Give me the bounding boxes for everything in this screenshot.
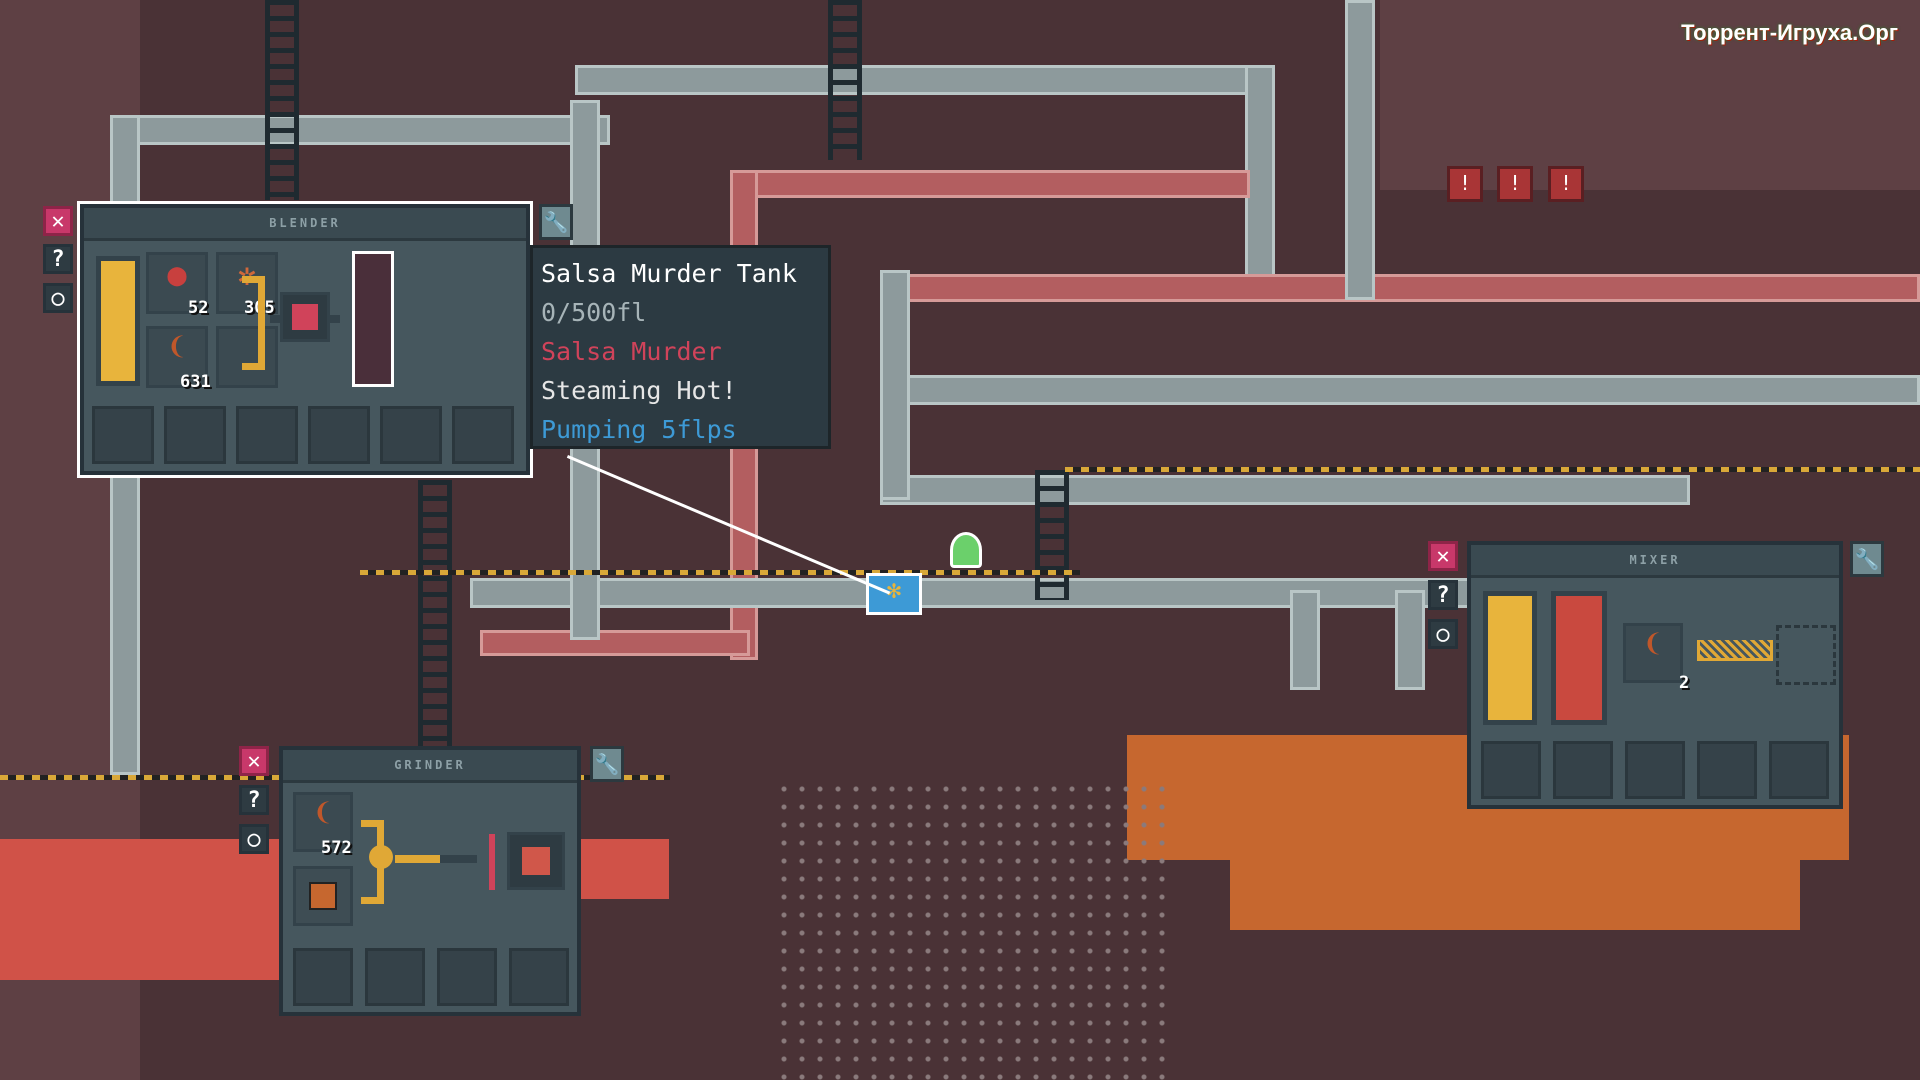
crate-icon <box>309 882 337 910</box>
item-quantity: 52 <box>188 298 209 318</box>
progress-bar <box>489 834 495 890</box>
liquid-tank <box>1551 591 1607 725</box>
pipe <box>880 375 1920 405</box>
inventory-slot[interactable] <box>509 948 569 1006</box>
panel-title: MIXER <box>1471 545 1839 578</box>
power-battery <box>1483 591 1537 725</box>
help-button[interactable]: ? <box>43 244 73 274</box>
watermark: Торрент-Игруха.Орг <box>1681 20 1898 45</box>
input-slot[interactable] <box>293 866 353 926</box>
pipe <box>880 274 1920 302</box>
lava-pool <box>0 839 279 980</box>
item-quantity: 631 <box>180 372 211 392</box>
progress-arrow <box>395 855 477 863</box>
gravel-pit <box>775 780 1175 1080</box>
pump-node[interactable]: ✻ <box>866 573 922 615</box>
inventory-slot[interactable] <box>437 948 497 1006</box>
output-slot[interactable] <box>1776 625 1836 685</box>
recipe-bracket <box>242 276 265 370</box>
pipe <box>110 115 610 145</box>
wrench-button[interactable]: 🔧 <box>590 746 624 782</box>
input-slot[interactable] <box>216 326 278 388</box>
inventory-slot[interactable] <box>380 406 442 464</box>
pipe <box>1395 590 1425 690</box>
output-tank[interactable] <box>352 251 394 387</box>
inventory-slot[interactable] <box>1769 741 1829 799</box>
input-slot[interactable]: ❨ <box>1623 623 1683 683</box>
item-quantity: 2 <box>1679 673 1690 693</box>
close-button[interactable]: ✕ <box>43 206 73 236</box>
inventory-slot[interactable] <box>452 406 514 464</box>
pipe <box>880 475 1690 505</box>
item-quantity: 572 <box>321 838 352 858</box>
wrench-button[interactable]: 🔧 <box>1850 541 1884 577</box>
power-battery <box>96 256 140 386</box>
machine-panel-mixer: MIXER ❨ 2 <box>1467 541 1843 809</box>
input-slot[interactable]: ✲ <box>216 252 278 314</box>
ladder <box>418 480 452 750</box>
panel-title: GRINDER <box>283 750 577 783</box>
help-button[interactable]: ? <box>239 785 269 815</box>
gear-icon <box>369 845 393 869</box>
lava-pool <box>579 839 669 899</box>
tooltip-flow: Pumping 5flps <box>541 415 737 444</box>
output-slot[interactable] <box>280 292 330 342</box>
warning-icon[interactable]: ! <box>1447 166 1483 202</box>
pipe <box>880 270 910 500</box>
input-slot[interactable]: ● <box>146 252 208 314</box>
tank-tooltip: Salsa Murder Tank 0/500fl Salsa Murder S… <box>530 245 831 449</box>
tooltip-status: Steaming Hot! <box>541 376 737 405</box>
rock-wall <box>1380 0 1920 190</box>
toggle-button[interactable]: ○ <box>239 824 269 854</box>
conveyor-rail <box>360 570 1080 575</box>
pipe <box>730 170 1250 198</box>
tooltip-contents: Salsa Murder <box>541 337 722 366</box>
input-slot[interactable]: ❨ <box>293 792 353 852</box>
inventory-slot[interactable] <box>1697 741 1757 799</box>
output-slot[interactable] <box>507 832 565 890</box>
tooltip-capacity: 0/500fl <box>541 298 647 327</box>
toggle-button[interactable]: ○ <box>1428 619 1458 649</box>
inventory-slot[interactable] <box>1625 741 1685 799</box>
pipe <box>1345 0 1375 300</box>
pipe <box>575 65 1275 95</box>
inventory-slot[interactable] <box>164 406 226 464</box>
panel-title: BLENDER <box>84 208 526 241</box>
conveyor-rail <box>1065 467 1920 472</box>
ladder <box>265 0 299 200</box>
inventory-slot[interactable] <box>1481 741 1541 799</box>
inventory-slot[interactable] <box>92 406 154 464</box>
inventory-slot[interactable] <box>236 406 298 464</box>
toggle-button[interactable]: ○ <box>43 283 73 313</box>
inventory-slot[interactable] <box>308 406 370 464</box>
inventory-slot[interactable] <box>293 948 353 1006</box>
ladder <box>1035 470 1069 600</box>
pipe <box>480 630 750 656</box>
worker-character[interactable] <box>950 532 982 568</box>
machine-panel-blender: BLENDER ● 52 ✲ 305 ❨ 631 <box>77 201 533 478</box>
warning-icon[interactable]: ! <box>1497 166 1533 202</box>
inventory-slot[interactable] <box>365 948 425 1006</box>
pipe <box>1290 590 1320 690</box>
progress-bar <box>1697 640 1773 661</box>
input-slot[interactable]: ❨ <box>146 326 208 388</box>
close-button[interactable]: ✕ <box>1428 541 1458 571</box>
machine-panel-grinder: GRINDER ❨ 572 <box>279 746 581 1016</box>
close-button[interactable]: ✕ <box>239 746 269 776</box>
inventory-slot[interactable] <box>1553 741 1613 799</box>
ladder <box>828 0 862 160</box>
warning-icon[interactable]: ! <box>1548 166 1584 202</box>
help-button[interactable]: ? <box>1428 580 1458 610</box>
wrench-button[interactable]: 🔧 <box>539 204 573 240</box>
tooltip-title: Salsa Murder Tank <box>541 259 797 288</box>
dirt-ground <box>1230 860 1800 930</box>
